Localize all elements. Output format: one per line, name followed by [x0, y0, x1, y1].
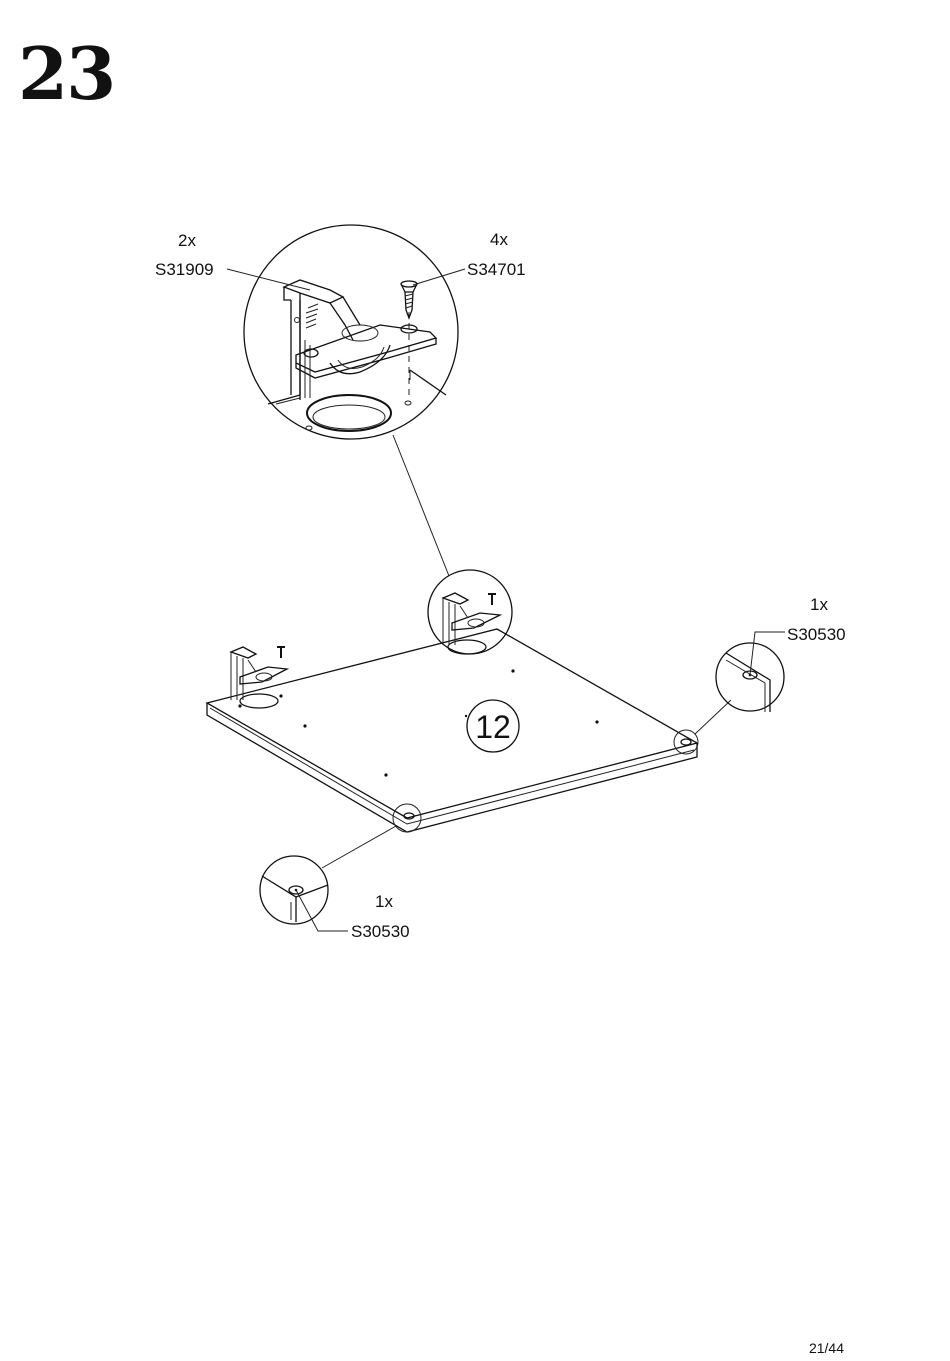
hinge-zoom-marker	[428, 570, 512, 654]
cap-right-part-code: S30530	[787, 625, 846, 644]
corner-cap-detail-bottom	[260, 804, 421, 931]
cap-bottom-qty: 1x	[375, 892, 393, 911]
cap-right-qty: 1x	[810, 595, 828, 614]
screw-icon	[277, 647, 285, 658]
corner-cap-detail-right	[674, 632, 785, 754]
cap-bottom-part-code: S30530	[351, 922, 410, 941]
hinge-detail-magnifier	[227, 225, 465, 576]
panel-number: 12	[475, 709, 511, 745]
shelf-panel	[207, 629, 697, 832]
page-number: 21/44	[809, 1340, 844, 1356]
hinge-qty: 2x	[178, 231, 196, 250]
screw-icon	[488, 594, 496, 605]
hinge-icon	[231, 647, 287, 700]
screw-part-code: S34701	[467, 260, 526, 279]
hinge-part-code: S31909	[155, 260, 214, 279]
screw-qty: 4x	[490, 230, 508, 249]
